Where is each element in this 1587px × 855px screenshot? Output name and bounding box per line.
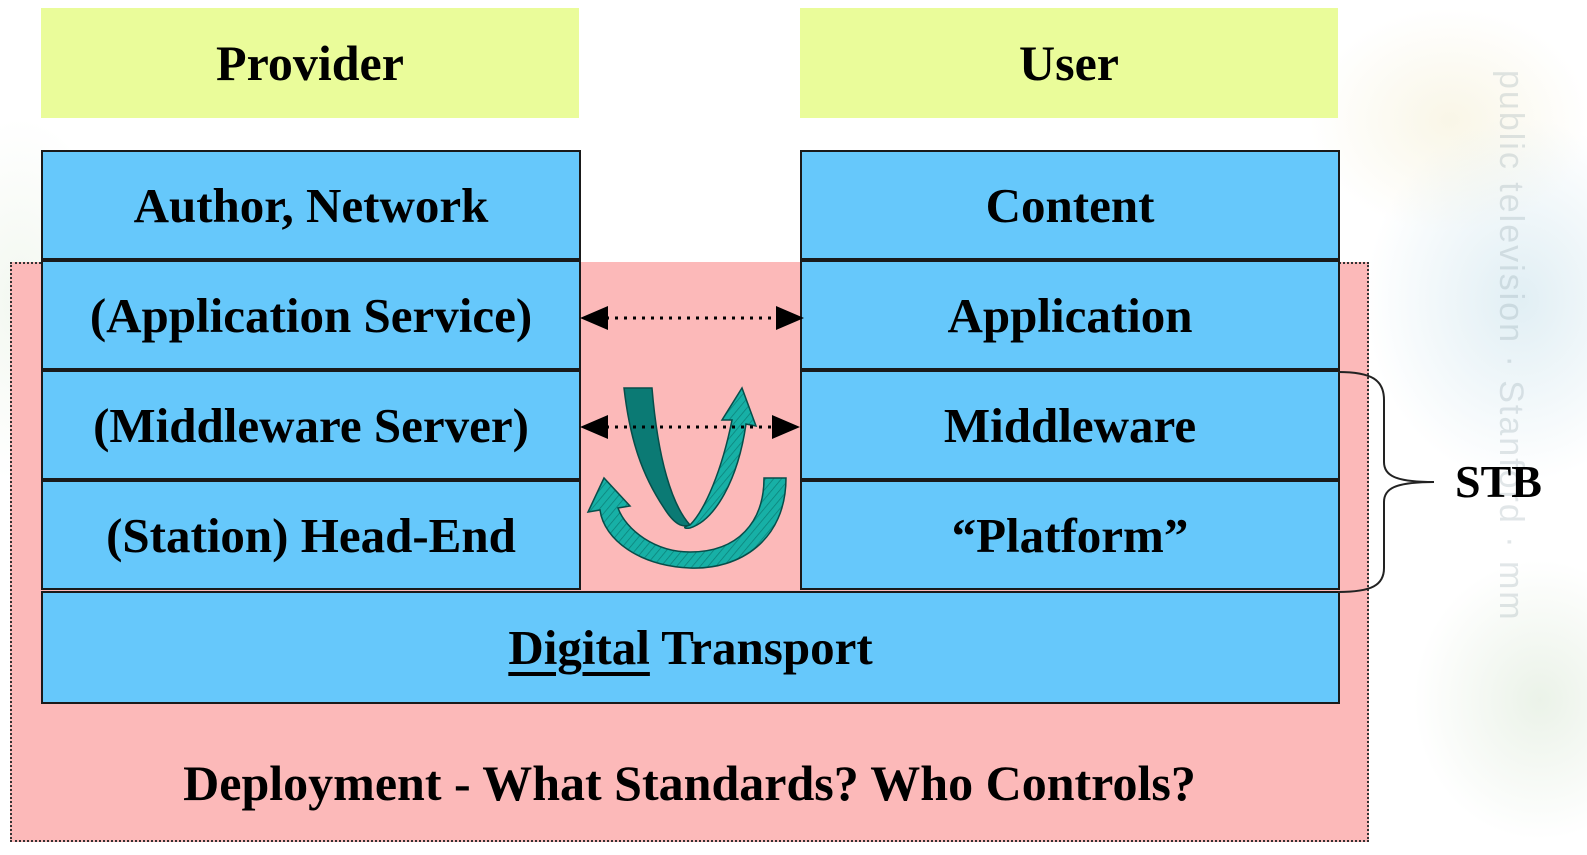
- middleware-exchange-arrow-icon: [580, 415, 800, 439]
- transport-label: Digital Transport: [508, 619, 872, 676]
- user-header-label: User: [1019, 35, 1119, 91]
- provider-layer-middleware-server: (Middleware Server): [41, 370, 581, 480]
- stb-label: STB: [1455, 456, 1542, 507]
- user-layer-middleware: Middleware: [800, 370, 1340, 480]
- provider-layer-label: (Middleware Server): [93, 397, 529, 453]
- user-layer-platform: “Platform”: [800, 480, 1340, 590]
- transport-label-underlined: Digital: [508, 620, 650, 675]
- application-exchange-arrow-icon: [580, 306, 804, 330]
- digital-transport-layer: Digital Transport: [41, 591, 1340, 704]
- user-layer-label: Application: [947, 287, 1193, 343]
- provider-layer-label: (Station) Head-End: [106, 507, 516, 563]
- provider-layer-application-service: (Application Service): [41, 260, 581, 370]
- deployment-caption: Deployment - What Standards? Who Control…: [10, 745, 1369, 820]
- user-layer-content: Content: [800, 150, 1340, 260]
- user-layer-label: Content: [985, 177, 1155, 233]
- user-layer-label: Middleware: [943, 397, 1197, 453]
- provider-layer-author-network: Author, Network: [41, 150, 581, 260]
- deployment-label: Deployment - What Standards? Who Control…: [183, 754, 1196, 811]
- stb-brace-icon: [1337, 371, 1435, 593]
- cycle-arrow-icon: [586, 476, 787, 569]
- provider-layer-label: Author, Network: [133, 177, 489, 233]
- user-layer-label: “Platform”: [951, 507, 1189, 563]
- provider-header: Provider: [41, 8, 579, 118]
- user-layer-application: Application: [800, 260, 1340, 370]
- provider-header-label: Provider: [216, 35, 404, 91]
- provider-layer-head-end: (Station) Head-End: [41, 480, 581, 590]
- u-turn-arrow-icon: [623, 386, 758, 529]
- provider-layer-label: (Application Service): [89, 287, 533, 343]
- user-header: User: [800, 8, 1338, 118]
- transport-label-rest: Transport: [649, 620, 873, 675]
